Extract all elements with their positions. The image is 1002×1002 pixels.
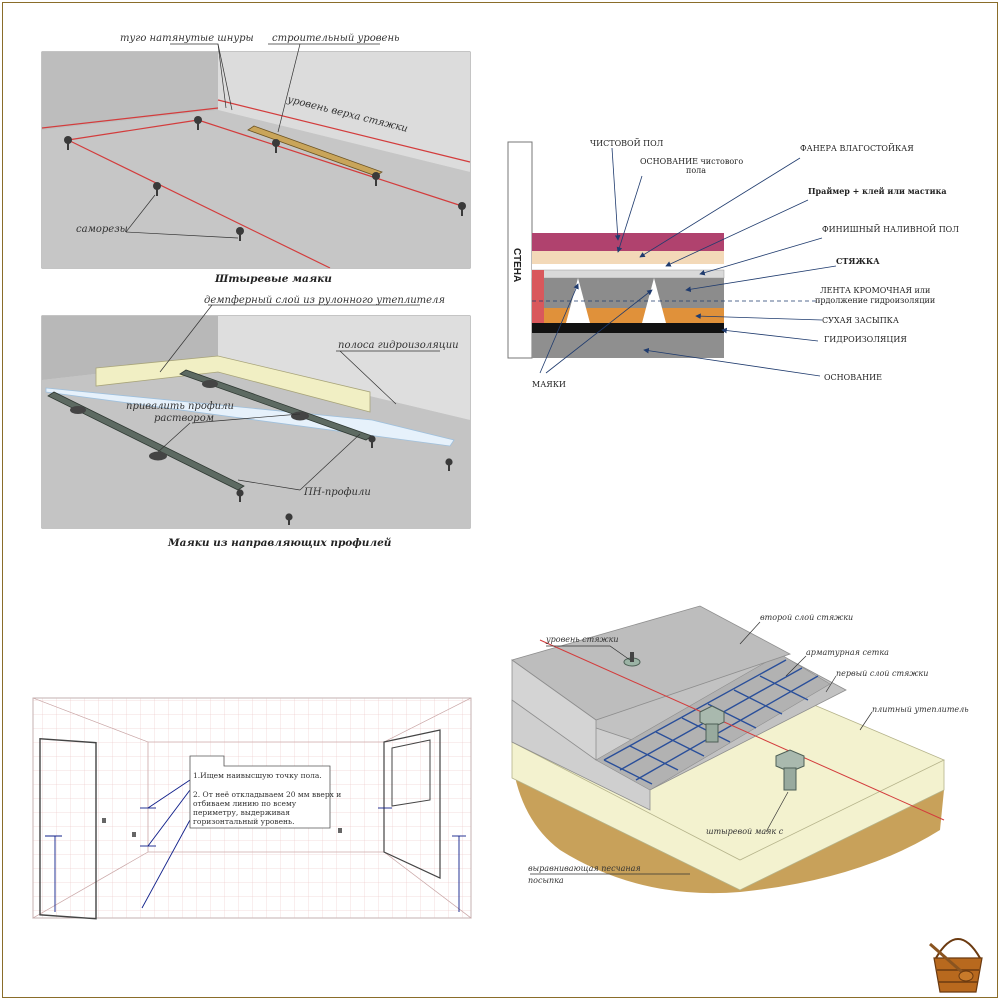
wall-label: СТЕНА — [511, 248, 522, 282]
label-damper-layer: демпферный слой из рулонного утеплителя — [204, 295, 445, 306]
layer-primer — [532, 264, 724, 270]
label-insulation: плитный утеплитель — [872, 705, 969, 714]
label-first-layer: первый слой стяжки — [836, 669, 928, 678]
label-pn-profiles: ПН-профили — [303, 487, 371, 498]
label-edge-tape-2: прдолжение гидроизоляции — [815, 296, 935, 305]
label-building-level: строительный уровень — [272, 33, 400, 44]
screw-marker — [272, 139, 280, 153]
screw-marker — [372, 172, 380, 186]
panel1-left-wall — [42, 52, 218, 130]
label-edge-tape-1: ЛЕНТА КРОМОЧНАЯ или — [820, 286, 930, 295]
label-waterproofing: ГИДРОИЗОЛЯЦИЯ — [824, 335, 907, 344]
panel2-caption: Маяки из направляющих профилей — [167, 536, 392, 549]
damper-layer — [95, 355, 371, 413]
balcony-door — [383, 729, 441, 879]
label-finish-base-1: ОСНОВАНИЕ чистового — [640, 157, 743, 166]
sauna-bucket-logo — [929, 938, 983, 993]
label-sand-1: выравнивающая песчаная — [528, 864, 641, 873]
panel-room-perspective: 1.Ищем наивысшую точку пола. 2. От неё о… — [31, 697, 472, 920]
label-base: ОСНОВАНИЕ — [824, 373, 882, 382]
label-mesh: арматурная сетка — [806, 648, 889, 657]
layer-self-level — [531, 269, 725, 279]
panel1-cord-3 — [67, 139, 331, 269]
layer-waterproofing — [532, 323, 724, 333]
first-screed-side — [511, 699, 651, 811]
panel1-back-wall-line — [217, 99, 471, 163]
panel-cross-section: СТЕНА ЧИСТОВОЙ ПОЛ ОСНОВАНИЕ чистово — [507, 139, 959, 389]
note-line-1: 1.Ищем наивысшую точку пола. — [193, 771, 322, 780]
layer-finish-base — [532, 251, 724, 264]
layer-screed — [532, 278, 724, 308]
screw-marker — [64, 136, 72, 150]
screed-level-line — [539, 639, 945, 821]
label-screed-level: уровень стяжки — [545, 635, 619, 644]
screw-marker — [194, 116, 202, 130]
panel1-caption: Штыревые маяки — [214, 273, 332, 285]
screw-marker — [458, 202, 466, 216]
mortar-blobs — [70, 380, 309, 461]
label-plywood: ФАНЕРА ВЛАГОСТОЙКАЯ — [800, 144, 914, 153]
level-marks — [45, 779, 466, 912]
label-attach-1: привалить профили — [126, 401, 234, 412]
wall-block — [507, 141, 533, 359]
label-second-layer: второй слой стяжки — [760, 613, 853, 622]
note-line-5: горизонтальный уровень. — [193, 817, 295, 826]
label-cords: туго натянутые шнуры — [120, 33, 254, 44]
panel1-back-wall — [218, 52, 470, 172]
label-screed: СТЯЖКА — [836, 256, 880, 266]
beacon-2 — [642, 278, 666, 323]
note-line-2: 2. От неё откладываем 20 мм вверх и — [193, 790, 341, 799]
panel1-floor — [42, 110, 470, 268]
pin-bolt-1 — [623, 652, 641, 667]
panel3-arrows — [539, 147, 837, 377]
layer-base — [532, 333, 724, 358]
beacon-1 — [566, 278, 590, 323]
panel1-leaders — [125, 43, 380, 239]
panel1-left-wall-line — [41, 107, 219, 129]
pn-profile-1 — [47, 391, 245, 491]
pin-bolt-3 — [775, 749, 805, 791]
label-waterproof-strip: полоса гидроизоляции — [338, 340, 459, 351]
layer-dry-fill — [532, 308, 724, 323]
panel2-screws — [236, 435, 453, 525]
note-text: 1.Ищем наивысшую точку пола. 2. От неё о… — [193, 771, 341, 826]
label-primer: Праймер + клей или мастика — [808, 186, 947, 196]
label-beacons: МАЯКИ — [532, 380, 566, 389]
label-dry-fill: СУХАЯ ЗАСЫПКА — [822, 316, 899, 325]
wall-sockets — [102, 818, 342, 837]
screw-marker — [236, 227, 244, 241]
door-left — [39, 738, 97, 920]
label-pin-beacon: штыревой маяк с — [706, 827, 784, 836]
second-screed-side — [511, 659, 597, 761]
screw-marker — [153, 182, 161, 196]
note-card — [189, 755, 331, 829]
panel2-back-wall — [218, 316, 470, 420]
label-attach-2: раствором — [154, 413, 214, 424]
note-line-4: периметру, выдерживая — [193, 808, 290, 817]
panel1-cord-1 — [67, 119, 199, 141]
panel2-leaders — [157, 304, 440, 491]
panel-pin-beacons: туго натянутые шнуры строительный уровен… — [41, 33, 471, 285]
pin-bolt-2 — [699, 705, 725, 743]
panel5-labels: уровень стяжки второй слой стяжки армату… — [528, 613, 969, 885]
label-screws: саморезы — [76, 224, 128, 235]
label-self-level: ФИНИШНЫЙ НАЛИВНОЙ ПОЛ — [822, 225, 959, 234]
edge-tape — [532, 270, 544, 323]
panel1-cord-2 — [197, 119, 463, 207]
label-finish-floor: ЧИСТОВОЙ ПОЛ — [590, 139, 664, 148]
note-line-3: отбиваем линию по всему — [193, 799, 297, 808]
balcony-window — [391, 739, 431, 807]
label-sand-2: посыпка — [528, 876, 564, 885]
panel5-leaders — [530, 621, 873, 875]
building-level — [247, 125, 383, 177]
layer-plywood — [532, 233, 724, 251]
panel-layered-screed: уровень стяжки второй слой стяжки армату… — [511, 605, 969, 894]
panel-profile-beacons: демпферный слой из рулонного утеплителя … — [41, 295, 471, 549]
panel1-screws — [64, 116, 466, 241]
label-finish-base-2: пола — [686, 166, 706, 175]
panel3-labels: ЧИСТОВОЙ ПОЛ ОСНОВАНИЕ чистового пола ФА… — [532, 139, 959, 389]
